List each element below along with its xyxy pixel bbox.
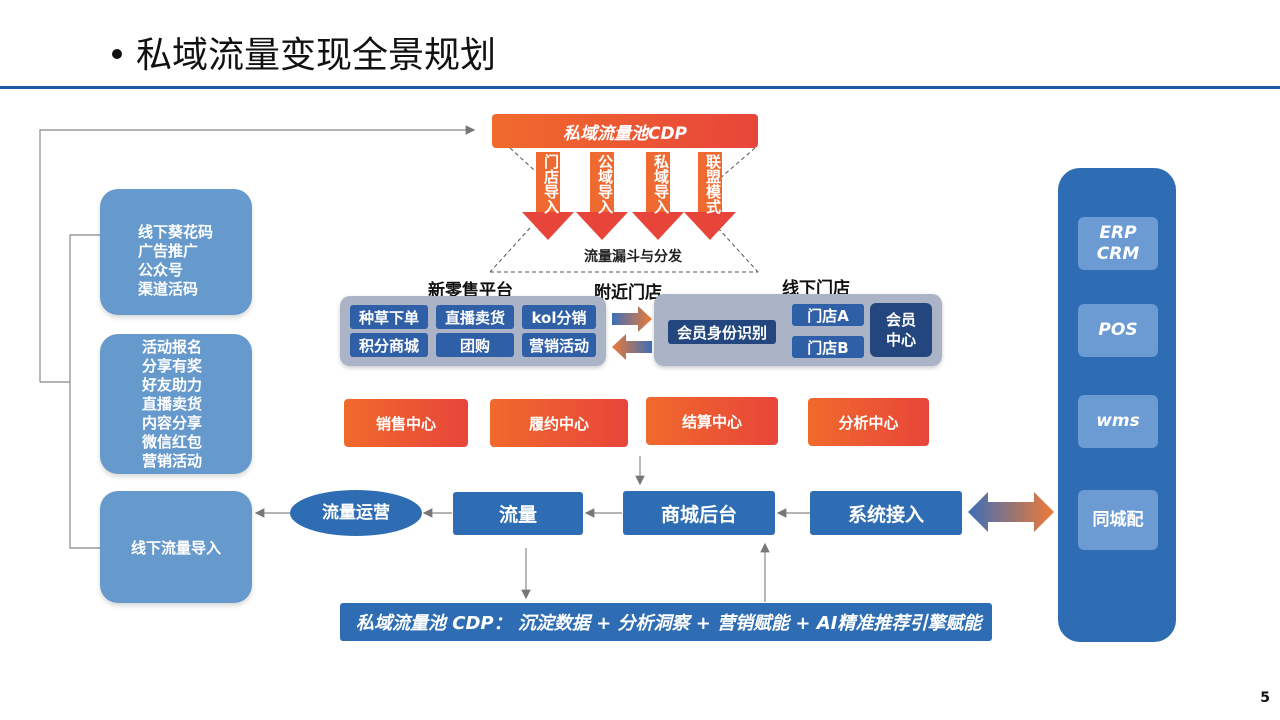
arrow-label: 公域导入 — [596, 154, 614, 214]
arrow-right-icon — [612, 306, 652, 332]
chip-line: ERP — [1099, 222, 1137, 243]
offline-codes-box: 线下葵花码 广告推广 公众号 渠道活码 — [100, 189, 252, 315]
box-line: 好友助力 — [142, 376, 203, 394]
page-title-text: 私域流量变现全景规划 — [136, 35, 497, 76]
arrow-label: 门店导入 — [542, 154, 560, 214]
title-divider — [0, 86, 1280, 89]
box-line: 广告推广 — [138, 242, 199, 260]
offline-traffic-import-box: 线下流量导入 — [100, 491, 252, 603]
member-center-chip: 会员中心 — [870, 303, 932, 357]
box-line: 线下葵花码 — [138, 223, 214, 241]
chip-seeding-order: 种草下单 — [350, 305, 428, 329]
box-line: 营销活动 — [142, 452, 203, 470]
traffic-ops-ellipse: 流量运营 — [290, 490, 422, 536]
store-import-arrow: 门店导入 — [522, 152, 574, 242]
page-number: 5 — [1260, 690, 1270, 706]
funnel-label: 流量漏斗与分发 — [584, 249, 682, 265]
box-line: 微信红包 — [142, 433, 203, 451]
page-title: 私域流量变现全景规划 — [112, 26, 496, 78]
chip-kol-distribution: kol分销 — [522, 305, 596, 329]
store-b-chip: 门店B — [792, 336, 864, 358]
box-line: 公众号 — [138, 261, 184, 279]
box-line: 直播卖货 — [142, 395, 203, 413]
box-line: 活动报名 — [142, 338, 203, 356]
chip-marketing-activity: 营销活动 — [522, 333, 596, 357]
double-arrow-icon — [968, 492, 1054, 532]
box-line: 分享有奖 — [142, 357, 203, 375]
mall-backend-box: 商城后台 — [623, 491, 775, 535]
alliance-mode-arrow: 联盟模式 — [684, 152, 736, 242]
bullet-icon — [112, 49, 122, 59]
chip-group-buy: 团购 — [436, 333, 514, 357]
settlement-center: 结算中心 — [646, 397, 778, 445]
box-line: 内容分享 — [142, 414, 203, 432]
cdp-pool-header: 私域流量池CDP — [492, 114, 758, 148]
cdp-summary-bar: 私域流量池 CDP： 沉淀数据 + 分析洞察 + 营销赋能 + AI精准推荐引擎… — [340, 603, 992, 641]
box-label: 线下流量导入 — [130, 538, 221, 557]
chip-line: wms — [1096, 411, 1140, 431]
traffic-box: 流量 — [453, 492, 583, 535]
chip-points-mall: 积分商城 — [350, 333, 428, 357]
erp-crm-chip: ERP CRM — [1078, 217, 1158, 270]
pos-chip: POS — [1078, 304, 1158, 357]
activities-box: 活动报名 分享有奖 好友助力 直播卖货 内容分享 微信红包 营销活动 — [100, 334, 252, 474]
system-access-box: 系统接入 — [810, 491, 962, 535]
chip-line: POS — [1098, 320, 1138, 340]
arrow-left-icon — [612, 334, 652, 360]
chip-line: 同城配 — [1092, 509, 1144, 530]
public-import-arrow: 公域导入 — [576, 152, 628, 242]
private-import-arrow: 私域导入 — [632, 152, 684, 242]
arrow-label: 私域导入 — [652, 154, 670, 214]
box-line: 渠道活码 — [138, 280, 199, 298]
member-id-chip: 会员身份识别 — [668, 320, 776, 344]
same-city-delivery-chip: 同城配 — [1078, 490, 1158, 550]
chip-live-selling: 直播卖货 — [436, 305, 514, 329]
nearby-store-label: 附近门店 — [594, 283, 662, 303]
store-a-chip: 门店A — [792, 304, 864, 326]
sales-center: 销售中心 — [344, 399, 468, 447]
wms-chip: wms — [1078, 395, 1158, 448]
fulfillment-center: 履约中心 — [490, 399, 628, 447]
chip-line: CRM — [1096, 243, 1140, 264]
analysis-center: 分析中心 — [808, 398, 929, 446]
arrow-label: 联盟模式 — [704, 154, 722, 214]
